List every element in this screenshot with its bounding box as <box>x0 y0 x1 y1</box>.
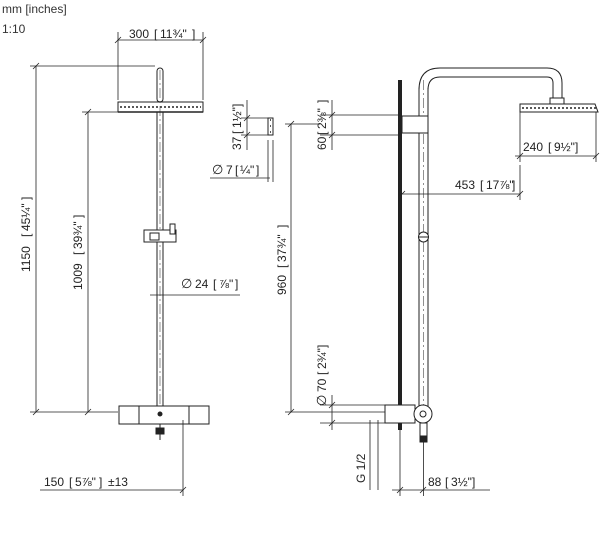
rail-height-dimension <box>82 108 118 416</box>
bracket-open: [ <box>315 131 329 135</box>
diameter-symbol: ∅ <box>314 395 329 406</box>
bracket-open: [ <box>69 475 73 489</box>
projection-in: 17⅞" <box>486 178 514 192</box>
hose-length-mm: 37 <box>230 136 244 150</box>
projection-dimension <box>398 165 524 200</box>
bracket-close: ] <box>575 140 578 154</box>
total-height-dimension <box>30 62 155 416</box>
bracket-close: ] <box>512 178 515 192</box>
bracket-open: [ <box>235 163 239 177</box>
head-drop-mm: 60 <box>315 136 329 150</box>
width-mm: 300 <box>129 27 149 41</box>
diameter-symbol: ∅ <box>212 162 223 177</box>
total-height-in: 45¼" <box>19 203 33 231</box>
shower-pipe <box>156 67 164 440</box>
bracket-open: [ <box>315 371 329 375</box>
thread-dimension <box>369 420 379 490</box>
thermostat-body <box>118 405 210 440</box>
bracket-close: ] <box>192 27 195 41</box>
head-size-in: 9½" <box>554 140 575 154</box>
bracket-close: ] <box>315 100 329 103</box>
head-size-mm: 240 <box>523 140 543 154</box>
hose-dia-in: ¼" <box>240 163 254 177</box>
bracket-open: [ <box>480 178 484 192</box>
wall-bracket <box>401 115 429 134</box>
units-label: mm [inches] <box>2 2 67 16</box>
mount-height-dimension <box>285 120 385 416</box>
width-in: 11¾" <box>160 27 187 41</box>
mount-height-in: 37¾" <box>275 234 289 262</box>
head-size-dimension <box>515 112 600 162</box>
head-drop-dimension <box>320 100 402 150</box>
total-height-mm: 1150 <box>19 246 33 272</box>
wall <box>398 80 402 430</box>
hand-shower-holder <box>143 223 177 243</box>
bracket-close: ] <box>275 225 289 228</box>
hose-dia-mm: 7 <box>226 163 233 177</box>
rail-height-in: 39¾" <box>71 221 85 249</box>
front-view: 300 11¾" [ ] <box>19 27 240 496</box>
bracket-open: [ <box>230 130 244 134</box>
bracket-open: [ <box>548 140 552 154</box>
flange-dia-dimension <box>320 395 385 430</box>
hose-detail: 37 [ 1½" ] ∅ 7 [ ¼" ] <box>210 100 274 182</box>
bracket-close: ] <box>315 345 329 348</box>
head-drop-in: 2⅜" <box>315 108 329 129</box>
bracket-close: ] <box>472 475 475 489</box>
wall-offset-dimension <box>392 430 490 496</box>
offset-in: 5⅞" <box>75 475 96 489</box>
thermostat-side <box>384 404 433 443</box>
hose-length-in: 1½" <box>230 107 244 128</box>
riser-pipe <box>418 67 563 440</box>
bracket-open: [ <box>445 475 449 489</box>
bracket-close: ] <box>19 197 33 200</box>
bracket-open: [ <box>71 251 85 255</box>
hose-dia-dimension <box>210 140 274 182</box>
wall-offset-mm: 88 <box>428 475 442 489</box>
offset-mm: 150 <box>44 475 64 489</box>
thread-label: G 1/2 <box>354 453 368 483</box>
scale-label: 1:10 <box>2 22 26 36</box>
flange-dia-mm: 70 <box>315 378 329 392</box>
hose-length-dimension <box>241 100 268 150</box>
bracket-close: ] <box>230 104 244 107</box>
bracket-open: [ <box>213 277 217 291</box>
shower-head <box>117 101 204 113</box>
flange-dia-in: 2¾" <box>315 348 329 369</box>
bracket-close: ] <box>99 475 102 489</box>
rail-height-mm: 1009 <box>71 263 85 290</box>
offset-tolerance: ±13 <box>108 475 128 489</box>
offset-dimension <box>40 420 187 496</box>
bracket-close: ] <box>256 163 259 177</box>
shower-head-side <box>519 97 599 113</box>
projection-mm: 453 <box>455 178 475 192</box>
side-view: 60 [ 2⅜" ] 240 [ 9½" ] 453 <box>275 67 600 496</box>
bracket-close: ] <box>71 215 85 218</box>
wall-offset-in: 3½" <box>451 475 472 489</box>
bracket-close: ] <box>235 277 238 291</box>
diameter-symbol: ∅ <box>181 276 192 291</box>
bracket-open: [ <box>19 233 33 237</box>
pipe-dia-in: ⅞" <box>219 277 233 291</box>
holder-side <box>418 231 429 243</box>
bracket-open: [ <box>154 27 158 41</box>
mount-height-mm: 960 <box>275 275 289 295</box>
bracket-open: [ <box>275 264 289 268</box>
pipe-dia-mm: 24 <box>195 277 209 291</box>
